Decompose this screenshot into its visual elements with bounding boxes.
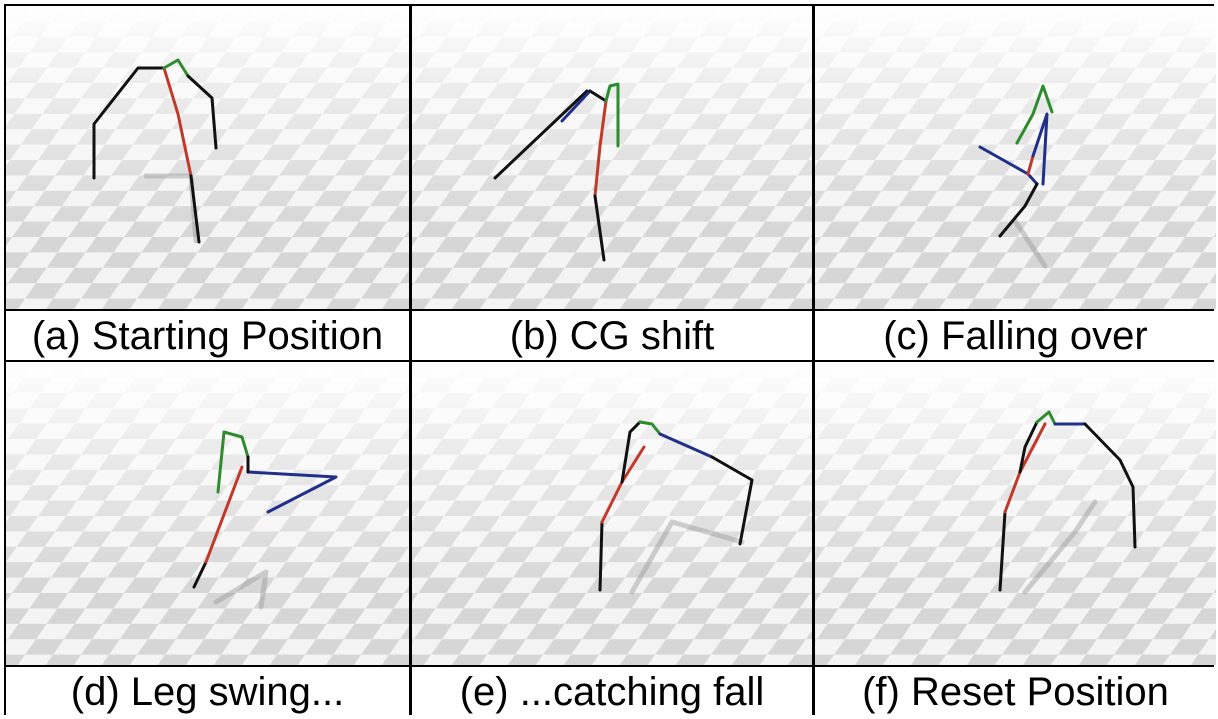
panel-b-image — [412, 6, 812, 309]
figure-shadow — [213, 569, 269, 610]
leg-segment — [162, 58, 190, 78]
horizon-haze — [6, 362, 409, 590]
leg-segment — [186, 74, 218, 150]
panel-f-image — [815, 362, 1216, 665]
leg-segment — [620, 420, 642, 484]
stick-figure — [978, 84, 1054, 269]
leg-segment — [598, 520, 604, 592]
leg-segment — [593, 194, 606, 262]
leg-segment — [604, 82, 620, 148]
figure-shadow — [1012, 218, 1048, 269]
leg-segment — [638, 420, 662, 436]
panel-c-image — [815, 6, 1216, 309]
panel-f-caption: (f) Reset Position — [815, 667, 1216, 717]
leg-segment — [998, 510, 1007, 592]
horizon-haze — [815, 362, 1216, 590]
panel-d-caption: (d) Leg swing... — [6, 667, 409, 717]
leg-segment — [588, 89, 608, 103]
leg-segment — [658, 432, 714, 459]
leg-segment — [92, 66, 166, 180]
leg-segment — [1035, 410, 1057, 426]
horizon-haze — [6, 6, 409, 234]
leg-segment — [560, 89, 592, 123]
panel-e-caption: (e) ...catching fall — [412, 667, 812, 717]
leg-segment — [1083, 422, 1137, 549]
stick-figure — [493, 82, 620, 262]
figure-shadow — [629, 519, 745, 595]
leg-segment — [204, 465, 244, 564]
leg-segment — [1026, 154, 1035, 176]
starting-position-scene — [6, 6, 409, 309]
leg-segment — [1018, 420, 1039, 474]
leg-segment — [1031, 112, 1049, 186]
panel-a-caption: (a) Starting Position — [6, 311, 409, 360]
leg-segment — [189, 174, 201, 244]
stick-figure — [192, 430, 338, 610]
leg-segment — [998, 182, 1039, 238]
leg-swing-scene — [6, 362, 409, 665]
leg-segment — [593, 99, 608, 198]
stick-figure — [92, 58, 218, 244]
panel-b-caption: (b) CG shift — [412, 311, 812, 360]
cg-shift-scene — [412, 6, 812, 309]
panel-a-image — [6, 6, 409, 309]
panel-d-image — [6, 362, 409, 665]
horizon-haze — [412, 6, 812, 234]
leg-segment — [493, 89, 589, 180]
falling-over-scene — [815, 6, 1216, 309]
leg-segment — [1015, 84, 1054, 145]
horizon-haze — [412, 362, 812, 590]
stick-figure — [998, 410, 1137, 595]
leg-segment — [216, 430, 250, 494]
figure-shadow — [1022, 499, 1098, 595]
leg-segment — [162, 66, 193, 178]
leg-segment — [1026, 172, 1039, 186]
leg-segment — [192, 560, 208, 589]
reset-position-scene — [815, 362, 1216, 665]
panel-e-image — [412, 362, 812, 665]
leg-segment — [710, 455, 754, 546]
stick-figure — [598, 420, 754, 595]
catching-fall-scene — [412, 362, 812, 665]
horizon-haze — [815, 6, 1216, 234]
panel-c-caption: (c) Falling over — [815, 311, 1216, 360]
leg-segment — [246, 470, 338, 514]
leg-segment — [978, 145, 1030, 176]
figure-grid: (a) Starting Position (b) CG shift (c) F… — [4, 4, 1216, 717]
